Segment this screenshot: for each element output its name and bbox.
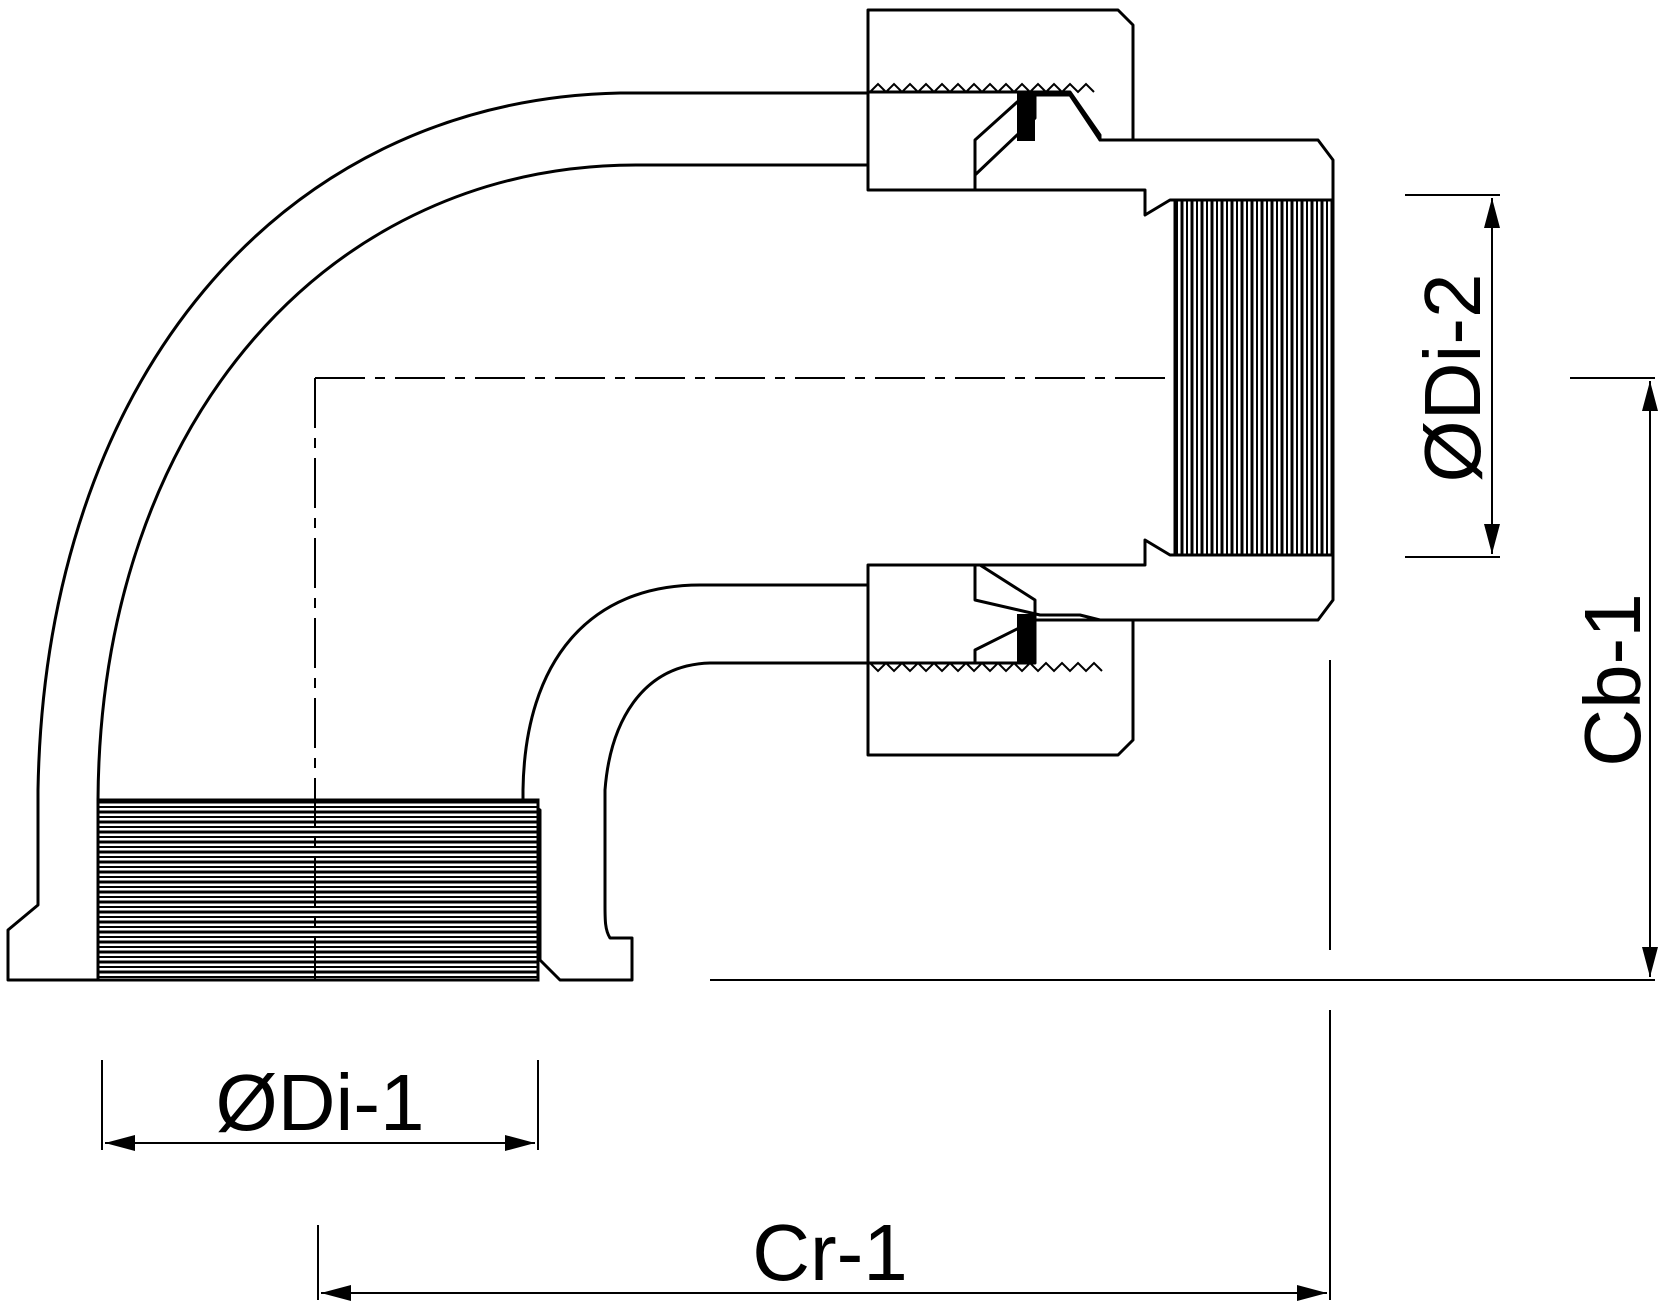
dimension-di-1: ØDi-1 xyxy=(101,1058,539,1151)
o-ring-seals xyxy=(1017,93,1035,662)
dimension-label-cb-1: Cb-1 xyxy=(1568,593,1657,766)
dimension-label-di-1: ØDi-1 xyxy=(216,1058,425,1147)
union-nut xyxy=(866,8,1135,757)
elbow-body xyxy=(6,91,870,982)
center-lines xyxy=(314,377,1175,980)
bottom-thread xyxy=(96,798,540,982)
dimension-label-di-2: ØDi-2 xyxy=(1408,274,1497,483)
dimension-di-2: ØDi-2 xyxy=(1405,194,1500,558)
dimension-cb-1: Cb-1 xyxy=(710,377,1658,981)
nut-threads xyxy=(869,82,1103,673)
tailpiece xyxy=(973,93,1335,622)
dimension-label-cr-1: Cr-1 xyxy=(752,1208,908,1297)
dimension-cr-1: Cr-1 xyxy=(317,660,1331,1301)
